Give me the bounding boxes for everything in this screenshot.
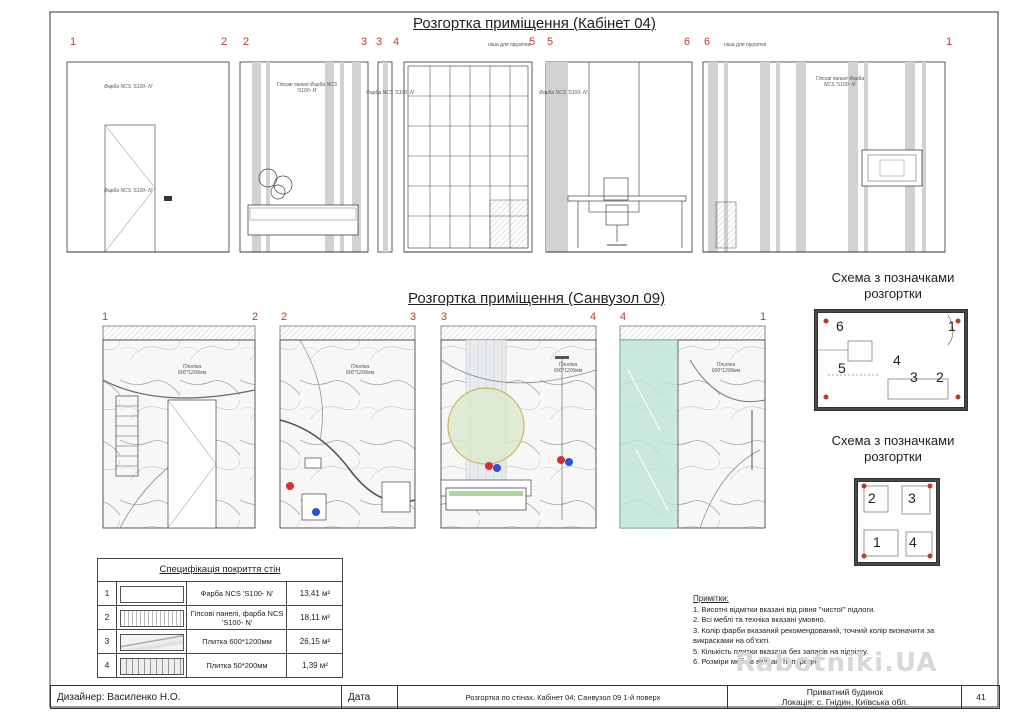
swatch-marble bbox=[120, 634, 184, 651]
elevation-1-2 bbox=[66, 61, 230, 253]
bath-label-tile-3: Плитка 600*1200мм bbox=[553, 362, 583, 374]
section-title-bathroom: Розгортка приміщення (Санвузол 09) bbox=[408, 290, 666, 307]
schema-2-mark-1: 1 bbox=[873, 534, 881, 550]
spec-row: 1 Фарба NCS 'S100- N' 13,41 м² bbox=[98, 581, 342, 605]
spec-area: 13,41 м² bbox=[286, 582, 343, 605]
note-item: 5. Кількість плитки вказана без запасів … bbox=[693, 646, 869, 656]
bath-elevation-4-1 bbox=[619, 339, 766, 529]
page-number: 41 bbox=[961, 686, 1000, 708]
sheet-name: Розгортка по стінах. Кабінет 04; Санвузо… bbox=[397, 686, 728, 708]
spec-title: Специфікація покриття стін bbox=[159, 564, 281, 575]
schema-1-mark-3: 3 bbox=[910, 369, 918, 385]
mark-6b: 6 bbox=[704, 36, 711, 48]
bath-mark-1: 1 bbox=[102, 311, 109, 323]
spec-row: 3 Плитка 600*1200мм 26,15 м² bbox=[98, 629, 342, 653]
mark-1: 1 bbox=[70, 36, 77, 48]
notes-title: Примітки: bbox=[693, 594, 729, 603]
schema-1-mark-2: 2 bbox=[936, 369, 944, 385]
spec-name: Плитка 50*200мм bbox=[186, 654, 287, 677]
schema-1-mark-6: 6 bbox=[836, 318, 844, 334]
schema-1-mark-4: 4 bbox=[893, 352, 901, 368]
bath-elevation-2-3 bbox=[279, 339, 416, 529]
bath-mark-4: 4 bbox=[590, 311, 597, 323]
mark-1b: 1 bbox=[946, 36, 953, 48]
label-ceiling-1: ніша для підсвітки bbox=[488, 42, 531, 48]
spec-name: Гіпсові панелі, фарба NCS 'S100- N' bbox=[186, 606, 287, 629]
note-item: 6. Розміри меблів вказані попередні. bbox=[693, 657, 821, 666]
label-paint-1: Фарба NCS 'S100- N' bbox=[104, 84, 153, 90]
schema-2-mark-4: 4 bbox=[909, 534, 917, 550]
mark-2b: 2 bbox=[243, 36, 250, 48]
bath-label-tile-4: Плитка 600*1200мм bbox=[711, 362, 741, 374]
note-item: 1. Висотні відмітки вказані від рівня "ч… bbox=[693, 604, 876, 614]
bath-elevation-3-4 bbox=[440, 339, 597, 529]
label-paint-4: Фарба NCS 'S100- N' bbox=[539, 90, 588, 96]
bath-mark-1b: 1 bbox=[760, 311, 767, 323]
schema-2-title: Схема з позначками розгортки bbox=[831, 433, 955, 464]
mark-3b: 3 bbox=[376, 36, 383, 48]
label-paint-2: Фарба NCS 'S100- N' bbox=[104, 188, 153, 194]
label-gypsum-1: Гіпсові панелі Фарба NCS 'S100- N' bbox=[276, 82, 338, 94]
spec-area: 26,15 м² bbox=[286, 630, 343, 653]
mark-2: 2 bbox=[221, 36, 228, 48]
designer: Дизайнер: Василенко Н.О. bbox=[57, 691, 181, 703]
mark-3: 3 bbox=[361, 36, 368, 48]
spec-area: 18,11 м² bbox=[286, 606, 343, 629]
label-paint-3: Фарба NCS 'S100- N' bbox=[366, 90, 415, 96]
elevation-6-1 bbox=[702, 61, 946, 253]
mark-6: 6 bbox=[684, 36, 691, 48]
spec-name: Плитка 600*1200мм bbox=[186, 630, 287, 653]
spec-num: 2 bbox=[98, 606, 117, 629]
bath-label-tile-1: Плитка 600*1200мм bbox=[177, 364, 207, 376]
watermark: Rabotniki.UA bbox=[735, 648, 938, 678]
swatch-mosaic bbox=[120, 658, 184, 675]
spec-row: 4 Плитка 50*200мм 1,39 м² bbox=[98, 653, 342, 677]
spec-num: 3 bbox=[98, 630, 117, 653]
bath-mark-3: 3 bbox=[410, 311, 417, 323]
project-name: Приватний будинок bbox=[806, 687, 884, 697]
mark-4: 4 bbox=[393, 36, 400, 48]
title-block: Дизайнер: Василенко Н.О. Дата Розгортка … bbox=[50, 685, 1000, 709]
date-label: Дата bbox=[341, 686, 398, 708]
spec-name: Фарба NCS 'S100- N' bbox=[186, 582, 287, 605]
elevation-3-4 bbox=[377, 61, 393, 253]
swatch-panel bbox=[120, 610, 184, 627]
section-title-office: Розгортка приміщення (Кабінет 04) bbox=[413, 15, 656, 32]
project-info: Приватний будинок Локація: с. Гнідин, Ки… bbox=[727, 686, 962, 708]
project-location: Локація: с. Гнідин, Київська обл. bbox=[781, 697, 909, 707]
elevation-4-5 bbox=[403, 61, 533, 253]
bath-mark-4b: 4 bbox=[620, 311, 627, 323]
spec-num: 4 bbox=[98, 654, 117, 677]
schema-1-title: Схема з позначками розгортки bbox=[831, 270, 955, 301]
notes: Примітки: 1. Висотні відмітки вказані ві… bbox=[693, 594, 973, 668]
bath-mark-2: 2 bbox=[252, 311, 259, 323]
bathroom-elevations bbox=[102, 325, 766, 529]
mark-5: 5 bbox=[529, 36, 536, 48]
schema-1-mark-5: 5 bbox=[838, 360, 846, 376]
note-item: 3. Колір фарби вказаний рекомендований, … bbox=[693, 625, 935, 646]
elevation-5-6 bbox=[545, 61, 693, 253]
schema-2-mark-2: 2 bbox=[868, 490, 876, 506]
mark-5b: 5 bbox=[547, 36, 554, 48]
label-gypsum-2: Гіпсові панелі Фарба NCS 'S100- N' bbox=[815, 76, 865, 88]
schema-2-mark-3: 3 bbox=[908, 490, 916, 506]
spec-area: 1,39 м² bbox=[286, 654, 343, 677]
note-item: 2. Всі меблі та техніка вказані умовно. bbox=[693, 615, 826, 624]
bath-mark-3b: 3 bbox=[441, 311, 448, 323]
schema-1-mark-1: 1 bbox=[948, 318, 956, 334]
schema-1-plan bbox=[814, 309, 968, 411]
office-elevations bbox=[66, 61, 946, 253]
bath-mark-2b: 2 bbox=[281, 311, 288, 323]
bath-label-tile-2: Плитка 600*1200мм bbox=[345, 364, 375, 376]
schema-2-plan bbox=[854, 478, 940, 566]
spec-num: 1 bbox=[98, 582, 117, 605]
elevation-2-3 bbox=[239, 61, 369, 253]
label-ceiling-2: ніша для підсвітки bbox=[724, 42, 767, 48]
spec-row: 2 Гіпсові панелі, фарба NCS 'S100- N' 18… bbox=[98, 605, 342, 629]
bath-elevation-1-2 bbox=[102, 339, 256, 529]
spec-table: Специфікація покриття стін 1 Фарба NCS '… bbox=[97, 558, 343, 678]
swatch-plain bbox=[120, 586, 184, 603]
